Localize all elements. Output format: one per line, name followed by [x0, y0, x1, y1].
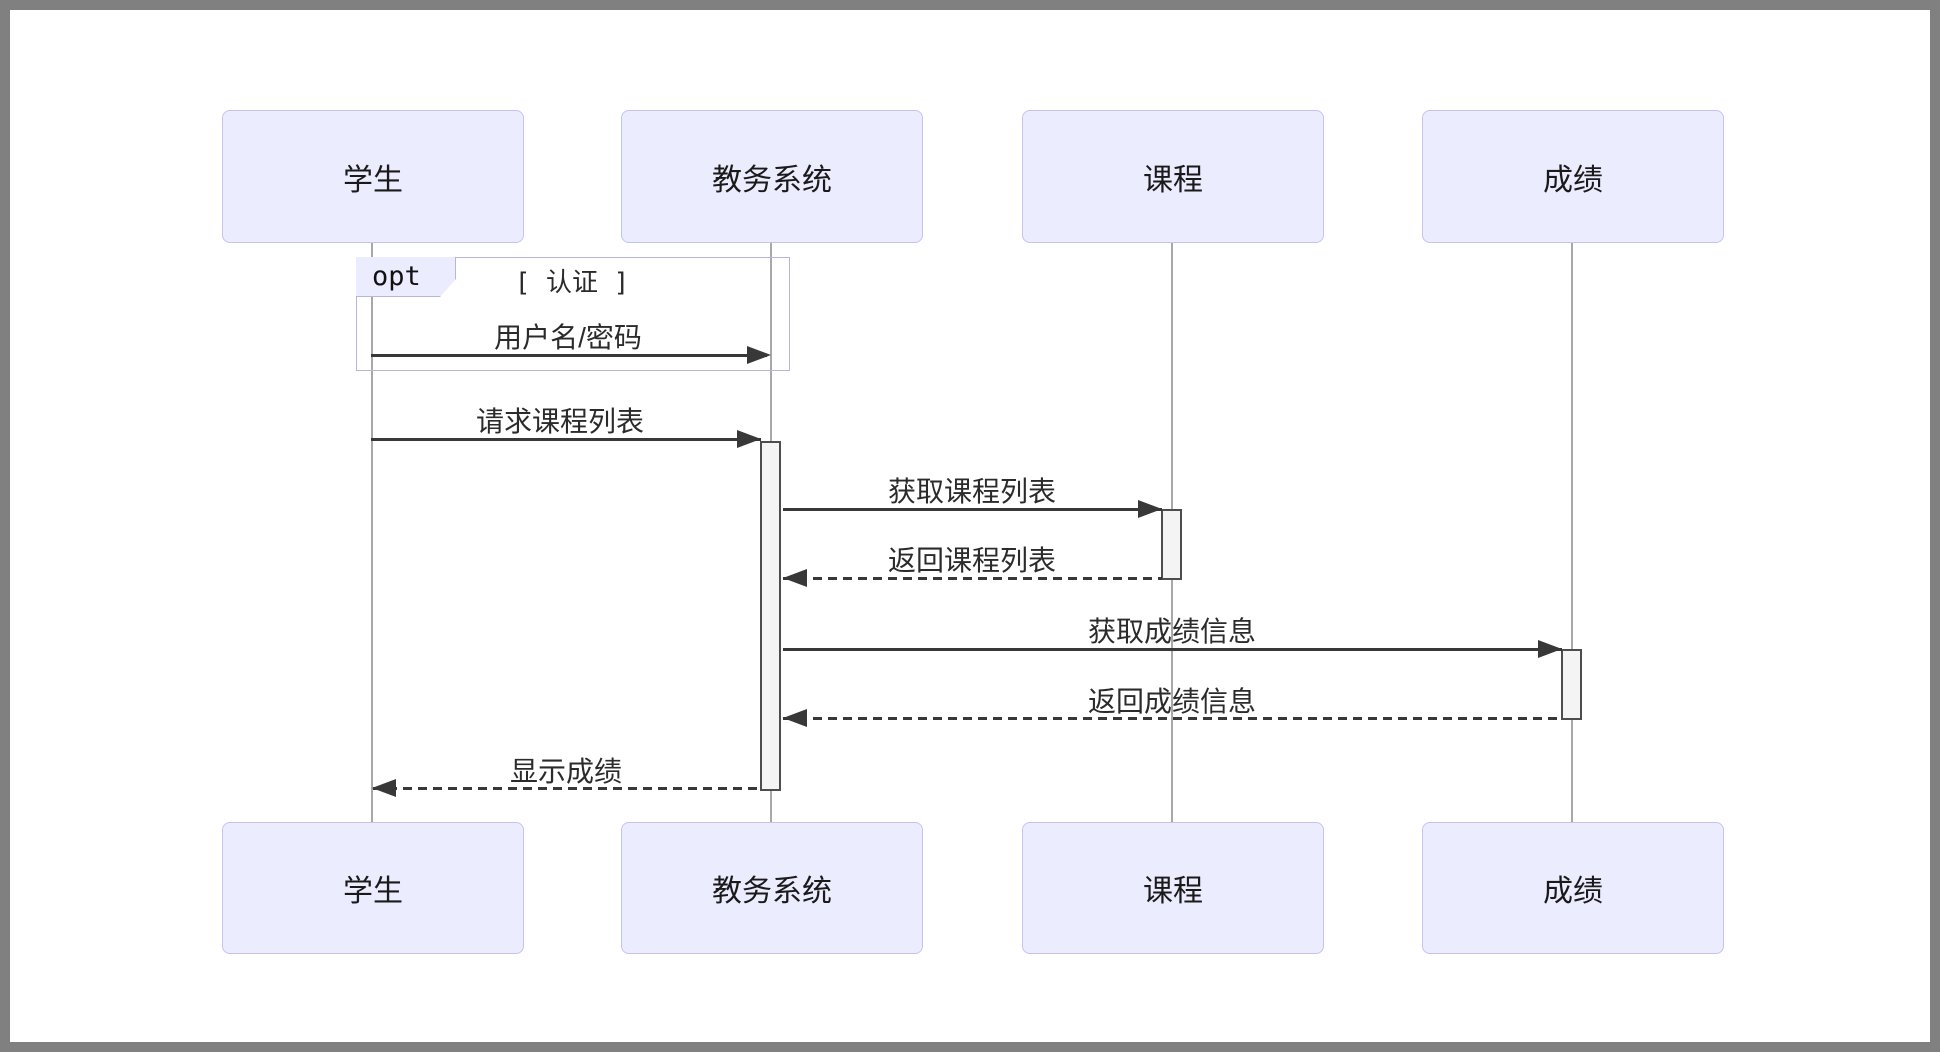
- actor-bottom-student: 学生: [222, 822, 524, 954]
- message-line: [783, 648, 1562, 651]
- opt-fragment-label: opt: [356, 257, 456, 297]
- actor-top-course: 课程: [1022, 110, 1324, 243]
- actor-bottom-system: 教务系统: [621, 822, 923, 954]
- message-label: 获取课程列表: [887, 476, 1057, 507]
- message-line: [373, 787, 760, 790]
- arrowhead-left: [783, 569, 807, 587]
- activation-grade: [1561, 649, 1582, 720]
- message-label: 显示成绩: [509, 756, 623, 787]
- actor-bottom-course: 课程: [1022, 822, 1324, 954]
- actor-top-grade: 成绩: [1422, 110, 1724, 243]
- actor-label: 教务系统: [712, 163, 832, 197]
- arrowhead-right: [1538, 640, 1562, 658]
- message-line: [371, 438, 761, 441]
- message-label: 请求课程列表: [475, 406, 645, 437]
- arrowhead-right: [1138, 500, 1162, 518]
- opt-guard-text: [ 认证 ]: [514, 268, 630, 298]
- message-label: 返回课程列表: [887, 545, 1057, 576]
- arrowhead-right: [747, 346, 771, 364]
- arrowhead-left: [783, 709, 807, 727]
- actor-label: 教务系统: [712, 875, 832, 908]
- activation-course: [1161, 509, 1182, 580]
- opt-keyword: opt: [372, 261, 421, 292]
- actor-top-system: 教务系统: [621, 110, 923, 243]
- opt-fragment-box: [356, 257, 790, 371]
- message-label: 获取成绩信息: [1087, 616, 1257, 647]
- actor-label: 课程: [1143, 163, 1203, 197]
- actor-label: 学生: [343, 875, 403, 908]
- actor-label: 学生: [343, 163, 403, 197]
- message-label: 返回成绩信息: [1087, 686, 1257, 717]
- arrowhead-right: [737, 430, 761, 448]
- actor-label: 课程: [1143, 875, 1203, 908]
- actor-label: 成绩: [1543, 875, 1603, 908]
- lifeline-grade: [1571, 241, 1573, 822]
- lifeline-student: [371, 241, 373, 822]
- message-label: 用户名/密码: [494, 322, 642, 353]
- arrowhead-left: [372, 779, 396, 797]
- actor-bottom-grade: 成绩: [1422, 822, 1724, 954]
- actor-label: 成绩: [1543, 163, 1603, 197]
- message-line: [371, 354, 767, 357]
- activation-system: [760, 441, 781, 791]
- actor-top-student: 学生: [222, 110, 524, 243]
- message-line: [783, 577, 1162, 580]
- message-line: [783, 717, 1562, 720]
- message-line: [783, 508, 1162, 511]
